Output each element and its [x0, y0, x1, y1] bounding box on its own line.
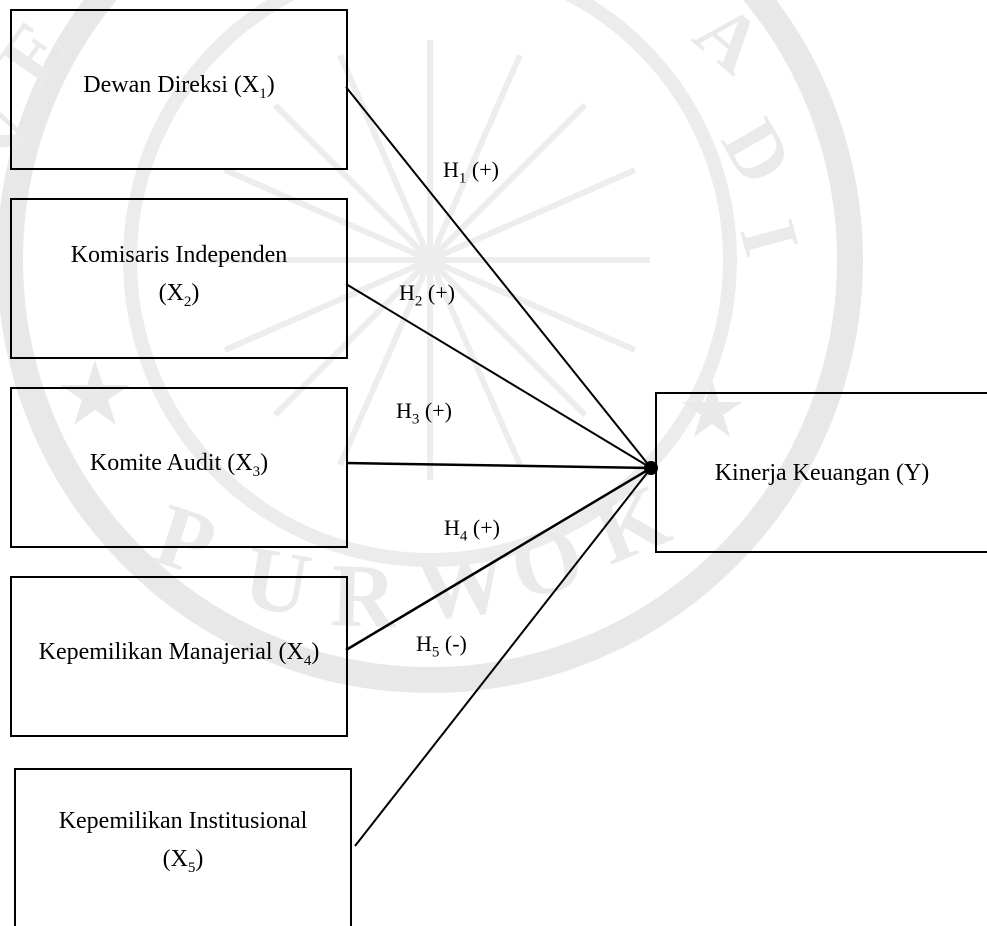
variable-box-x4: Kepemilikan Manajerial (X4) — [10, 576, 348, 737]
variable-label-y: Kinerja Keuangan (Y) — [714, 459, 930, 486]
variable-box-x2: Komisaris Independen(X2) — [10, 198, 348, 359]
variable-label-x2: Komisaris Independen(X2) — [70, 242, 288, 310]
variable-label-x5: Kepemilikan Institusional (X5) — [58, 808, 308, 876]
variable-label-x4: Kepemilikan Manajerial (X4) — [38, 639, 320, 669]
variable-box-x5: Kepemilikan Institusional (X5) — [14, 768, 352, 926]
hypothesis-label-h4: H4 (+) — [444, 515, 500, 545]
arrowhead-junction — [644, 461, 658, 475]
hypothesis-label-h1: H1 (+) — [443, 157, 499, 187]
arrow-h1 — [345, 86, 652, 469]
variable-label-x3: Komite Audit (X3) — [89, 450, 269, 480]
hypothesis-label-h2: H2 (+) — [399, 280, 455, 310]
arrow-h3 — [345, 461, 652, 470]
svg-text:R: R — [329, 546, 398, 647]
arrow-h4 — [345, 466, 652, 652]
svg-text:W: W — [412, 532, 512, 640]
variable-label-x1: Dewan Direksi (X1) — [83, 72, 275, 102]
variable-box-x1: Dewan Direksi (X1) — [10, 9, 348, 170]
arrow-h2 — [345, 283, 652, 469]
hypothesis-label-h5: H5 (-) — [416, 631, 467, 661]
arrow-h5 — [354, 467, 652, 847]
variable-box-y: Kinerja Keuangan (Y) — [655, 392, 987, 553]
hypothesis-label-h3: H3 (+) — [396, 398, 452, 428]
variable-box-x3: Komite Audit (X3) — [10, 387, 348, 548]
